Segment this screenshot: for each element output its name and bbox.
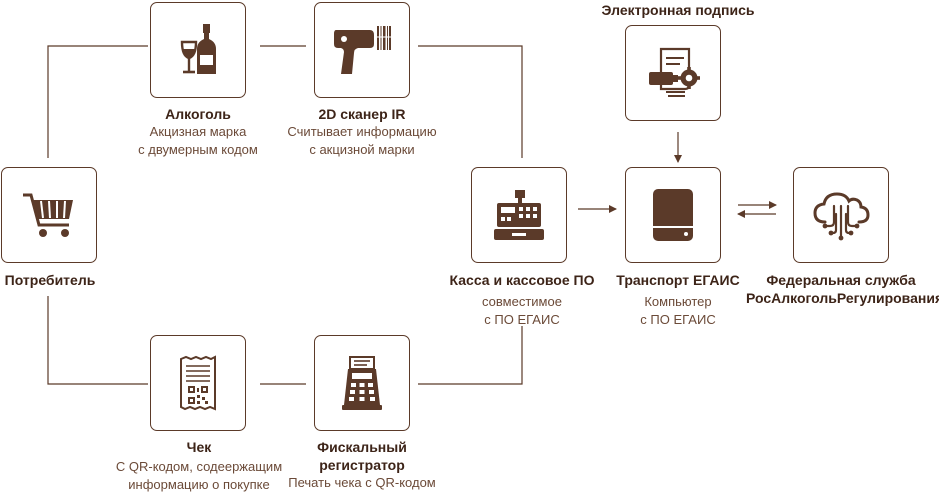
- barcode-scanner-icon: [334, 26, 391, 74]
- caption-receipt: Чек С QR-кодом, содеержащим информацию о…: [104, 438, 294, 494]
- caption-alcohol: Алкоголь Акцизная марка с двумерным кодо…: [118, 105, 278, 159]
- fiscal-desc-1: Печать чека с QR-кодом: [288, 475, 436, 490]
- node-alcohol: [150, 2, 246, 98]
- fiscal-register-icon: [342, 356, 382, 410]
- receipt-desc-1: С QR-кодом, содеержащим: [115, 459, 283, 474]
- node-scanner: [314, 2, 410, 98]
- shopping-cart-icon: [23, 193, 73, 237]
- node-cashbox: [471, 167, 567, 263]
- caption-federal: Федеральная служба РосАлкогольРегулирова…: [746, 271, 939, 307]
- caption-signature: Электронная подпись: [588, 1, 768, 19]
- line-consumer-alcohol: [47, 45, 148, 158]
- cash-register-icon: [494, 190, 544, 240]
- transport-title: Транспорт ЕГАИС: [616, 272, 740, 288]
- hard-drive-icon: [653, 189, 693, 241]
- transport-desc-2: с ПО ЕГАИС: [640, 312, 716, 327]
- caption-consumer: Потребитель: [0, 271, 100, 289]
- node-federal: [793, 167, 889, 263]
- line-scanner-cashbox: [418, 45, 523, 158]
- caption-cashbox: Касса и кассовое ПО совместимое с ПО ЕГА…: [432, 271, 612, 329]
- line-fiscal-cashbox: [418, 326, 523, 385]
- fiscal-title-1: Фискальный: [317, 439, 407, 455]
- scanner-title: 2D сканер IR: [318, 106, 406, 122]
- transport-desc-1: Компьютер: [644, 294, 712, 309]
- cashbox-desc-1: совместимое: [482, 294, 562, 309]
- scanner-desc-1: Считывает информацию: [287, 124, 437, 139]
- node-consumer: [1, 167, 97, 263]
- cloud-network-icon: [813, 192, 870, 241]
- node-fiscal: [314, 335, 410, 431]
- caption-scanner: 2D сканер IR Считывает информацию с акци…: [272, 105, 452, 159]
- cashbox-title: Касса и кассовое ПО: [449, 272, 595, 288]
- receipt-title: Чек: [186, 439, 212, 455]
- caption-fiscal: Фискальный регистратор Печать чека с QR-…: [276, 438, 448, 492]
- consumer-title: Потребитель: [4, 272, 96, 288]
- certificate-usb-token-icon: [649, 47, 700, 97]
- node-receipt: [150, 335, 246, 431]
- node-transport: [625, 167, 721, 263]
- federal-title-2: РосАлкогольРегулирования: [746, 290, 939, 306]
- scanner-desc-2: с акцизной марки: [309, 142, 415, 157]
- alcohol-title: Алкоголь: [165, 106, 231, 122]
- caption-transport: Транспорт ЕГАИС Компьютер с ПО ЕГАИС: [588, 271, 768, 329]
- fiscal-title-2: регистратор: [319, 457, 405, 473]
- alcohol-desc-1: Акцизная марка: [149, 124, 247, 139]
- node-signature: [625, 25, 721, 121]
- line-consumer-receipt: [47, 296, 148, 385]
- receipt-desc-2: информацию о покупке: [128, 477, 270, 492]
- cashbox-desc-2: с ПО ЕГАИС: [484, 312, 560, 327]
- federal-title-1: Федеральная служба: [766, 272, 916, 288]
- receipt-qr-icon: [180, 355, 216, 411]
- wine-bottle-glass-icon: [180, 24, 216, 74]
- alcohol-desc-2: с двумерным кодом: [138, 142, 258, 157]
- signature-title: Электронная подпись: [601, 2, 755, 18]
